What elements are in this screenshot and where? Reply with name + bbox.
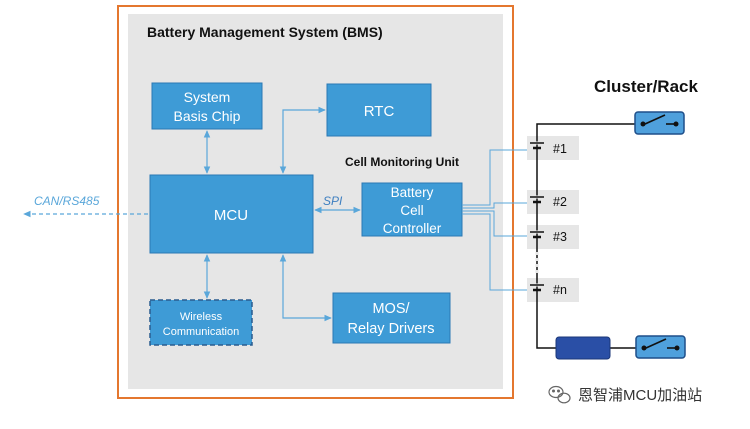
shunt-block xyxy=(555,336,611,360)
spi-label: SPI xyxy=(323,194,343,208)
cell-sense-wires xyxy=(462,149,531,291)
mos-label-1: MOS/ xyxy=(372,301,410,317)
rtc-block: RTC xyxy=(326,83,432,137)
battery-cell-icon xyxy=(529,195,545,204)
switch-icon xyxy=(634,111,685,135)
mcu-label: MCU xyxy=(214,207,248,224)
cluster-rack-label: Cluster/Rack xyxy=(594,77,698,96)
cell-monitoring-unit-label: Cell Monitoring Unit xyxy=(345,155,459,169)
wireless-label-2: Communication xyxy=(163,326,239,338)
cell-label: #3 xyxy=(553,230,567,244)
bcc-label-1: Battery xyxy=(391,185,434,200)
battery-cell-icon xyxy=(529,283,545,292)
wireless-label-1: Wireless xyxy=(180,311,223,323)
bms-title: Battery Management System (BMS) xyxy=(147,24,383,40)
bus-arrows xyxy=(23,106,361,322)
battery-cell-icon xyxy=(529,230,545,239)
sbc-label-1: System xyxy=(184,89,231,105)
switch-icon xyxy=(635,335,686,359)
cell-label: #n xyxy=(553,283,567,297)
watermark-text: 恩智浦MCU加油站 xyxy=(578,386,702,404)
cell-label: #1 xyxy=(553,142,567,156)
cell-label: #2 xyxy=(553,195,567,209)
mos-label-2: Relay Drivers xyxy=(347,321,434,337)
bcc-label-2: Cell xyxy=(400,203,423,218)
wireless-communication-block: Wireless Communication xyxy=(149,299,253,346)
cell-label-boxes xyxy=(527,136,579,302)
can-rs485-label: CAN/RS485 xyxy=(34,194,100,208)
battery-cell-controller-block: Battery Cell Controller xyxy=(361,182,463,237)
bcc-label-3: Controller xyxy=(383,221,442,236)
system-basis-chip-block: System Basis Chip xyxy=(151,82,263,130)
sbc-label-2: Basis Chip xyxy=(174,108,241,124)
rtc-label: RTC xyxy=(364,103,395,120)
mcu-block: MCU xyxy=(149,174,314,254)
wechat-icon xyxy=(548,385,571,404)
battery-cell-icon xyxy=(529,141,545,150)
mos-relay-drivers-block: MOS/ Relay Drivers xyxy=(332,292,451,344)
